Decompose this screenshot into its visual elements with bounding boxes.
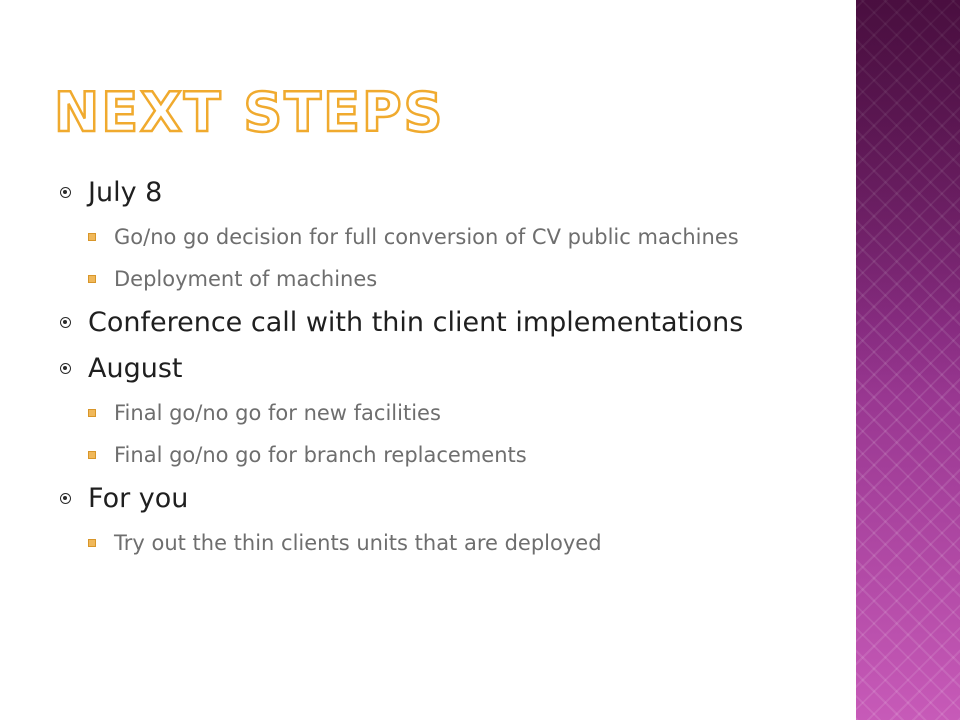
slide-title: Next Steps xyxy=(53,81,445,144)
sub-bullet-item: Try out the thin clients units that are … xyxy=(88,528,830,558)
circle-bullet-icon xyxy=(60,176,88,210)
bullet-text: Conference call with thin client impleme… xyxy=(88,307,744,338)
sub-bullet-item: Go/no go decision for full conversion of… xyxy=(88,222,830,252)
square-bullet-icon xyxy=(88,264,114,294)
bullet-list: July 8 Go/no go decision for full conver… xyxy=(60,176,830,570)
sub-bullet-item: Final go/no go for new facilities xyxy=(88,398,830,428)
bullet-item: Conference call with thin client impleme… xyxy=(60,306,830,340)
square-bullet-icon xyxy=(88,398,114,428)
bullet-item: July 8 xyxy=(60,176,830,210)
sub-bullet-text: Go/no go decision for full conversion of… xyxy=(114,225,739,249)
sub-bullet-item: Deployment of machines xyxy=(88,264,830,294)
circle-bullet-icon xyxy=(60,306,88,340)
bullet-text: July 8 xyxy=(88,177,163,208)
bullet-text: For you xyxy=(88,483,189,514)
square-bullet-icon xyxy=(88,222,114,252)
sub-bullet-text: Try out the thin clients units that are … xyxy=(114,531,602,555)
square-bullet-icon xyxy=(88,440,114,470)
circle-bullet-icon xyxy=(60,482,88,516)
sub-bullet-text: Deployment of machines xyxy=(114,267,378,291)
bullet-text: August xyxy=(88,353,183,384)
bullet-item: For you xyxy=(60,482,830,516)
circle-bullet-icon xyxy=(60,352,88,386)
square-bullet-icon xyxy=(88,528,114,558)
decorative-side-panel xyxy=(856,0,960,720)
bullet-item: August xyxy=(60,352,830,386)
sub-bullet-item: Final go/no go for branch replacements xyxy=(88,440,830,470)
sub-bullet-text: Final go/no go for new facilities xyxy=(114,401,441,425)
sub-bullet-text: Final go/no go for branch replacements xyxy=(114,443,527,467)
